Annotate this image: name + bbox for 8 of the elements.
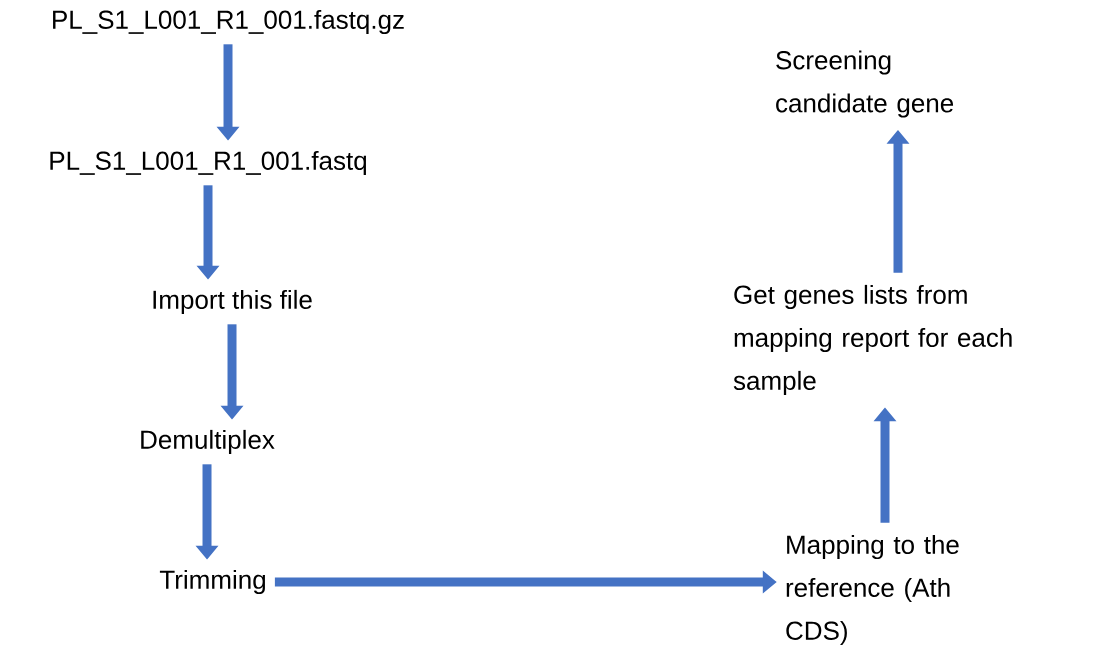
step-text: Mapping to the reference (Ath CDS) <box>786 534 959 646</box>
step-text: Demultiplex <box>141 429 275 455</box>
step-text: Trimming <box>159 569 265 595</box>
step-text: PL_S1_L001_R1_001.fastq <box>50 150 367 176</box>
step-text: Screening candidate gene <box>776 50 954 118</box>
step-text: PL_S1_L001_R1_001.fastq.gz <box>53 9 404 35</box>
step-text: Get genes lists from mapping report for each sample <box>733 284 1012 396</box>
step-text: Import this file <box>153 289 312 315</box>
